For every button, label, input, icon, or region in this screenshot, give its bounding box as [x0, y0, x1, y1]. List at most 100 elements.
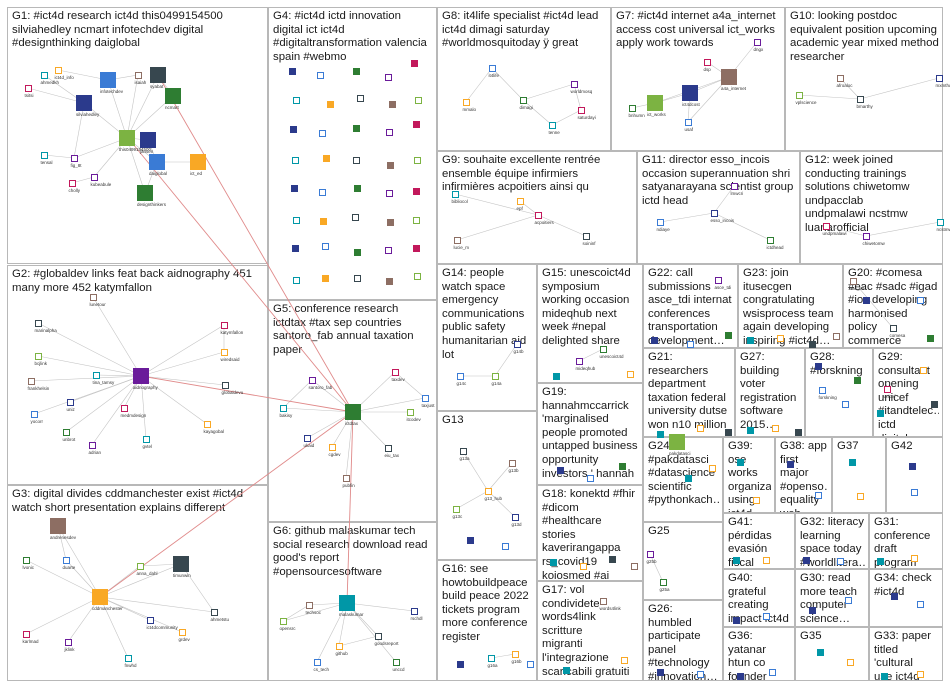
group-panel-g1[interactable]: G1: #ict4d research ict4d this0499154500… [7, 7, 268, 264]
node-ncstmw[interactable] [936, 218, 944, 226]
group-panel-g8[interactable]: G8: it4life specialist #ict4d lead ict4d… [437, 7, 611, 151]
isolate-node-g26-0[interactable] [657, 669, 664, 676]
node-mxmthd[interactable] [935, 74, 943, 82]
node-cs-tech[interactable] [313, 658, 321, 666]
isolate-node-g29-0[interactable] [877, 410, 884, 417]
isolate-node-g4-5[interactable] [293, 97, 300, 104]
node-mideqhub[interactable] [575, 357, 583, 365]
node-usaf[interactable] [684, 118, 692, 126]
node-grdev[interactable] [178, 628, 186, 636]
node-adrian[interactable] [88, 441, 96, 449]
isolate-node-g17-1[interactable] [621, 657, 628, 664]
node-malaskumar[interactable] [339, 595, 355, 611]
isolate-node-g4-9[interactable] [415, 97, 422, 104]
node-worldmosq[interactable] [570, 80, 578, 88]
node-eac-int[interactable] [849, 277, 857, 285]
node-ndiaye[interactable] [656, 218, 664, 226]
isolate-node-g4-21[interactable] [319, 189, 326, 196]
node-silviahedley[interactable] [76, 95, 92, 111]
isolate-node-g13-1[interactable] [502, 543, 509, 550]
group-panel-g34[interactable]: G34: check #ict4d [869, 569, 943, 627]
node-kubeabule[interactable] [90, 173, 98, 181]
isolate-node-g18-3[interactable] [631, 563, 638, 570]
isolate-node-g4-37[interactable] [354, 275, 361, 282]
node-forskning[interactable] [818, 386, 826, 394]
node-fnwhd[interactable] [124, 654, 132, 662]
isolate-node-g24-1[interactable] [709, 465, 716, 472]
isolate-node-g20-0[interactable] [863, 297, 870, 304]
node-lmwcri[interactable] [730, 182, 738, 190]
node-jansen[interactable] [140, 132, 156, 148]
isolate-node-g4-0[interactable] [289, 68, 296, 75]
isolate-node-g21-2[interactable] [725, 429, 732, 436]
group-panel-g16[interactable]: G16: see howtobuildpeace build peace 202… [437, 560, 537, 681]
node-unicef[interactable] [883, 385, 891, 393]
node-lunetour[interactable] [89, 293, 97, 301]
isolate-node-g29-1[interactable] [920, 367, 927, 374]
node-frankhelsin[interactable] [27, 377, 35, 385]
isolate-node-g4-31[interactable] [322, 243, 329, 250]
node-chiwetomw[interactable] [862, 232, 870, 240]
node-github[interactable] [335, 642, 343, 650]
isolate-node-g31-0[interactable] [877, 558, 884, 565]
node-ict4dcommunity[interactable] [146, 616, 154, 624]
group-panel-g30[interactable]: G30: read more teach computer science… [795, 569, 869, 627]
isolate-node-g33-0[interactable] [881, 673, 888, 680]
node-karlmad[interactable] [22, 630, 30, 638]
node-g14c[interactable] [456, 372, 464, 380]
group-panel-g23[interactable]: G23: join itusecgen congratulating wsisp… [738, 264, 843, 348]
node-ahmedkh[interactable] [40, 71, 48, 79]
node-globaldevu[interactable] [221, 381, 229, 389]
node-g13c[interactable] [452, 505, 460, 513]
group-panel-g39[interactable]: G39: ose works organiza… using ict4d… [723, 437, 775, 513]
node-acpoitiers[interactable] [534, 211, 542, 219]
group-panel-g10[interactable]: G10: looking postdoc equivalent position… [785, 7, 943, 151]
isolate-node-g4-36[interactable] [322, 275, 329, 282]
isolate-node-g4-4[interactable] [411, 60, 418, 67]
node-katymfallon[interactable] [220, 321, 228, 329]
group-panel-g38[interactable]: G38: app first major #openso… equality w… [775, 437, 832, 513]
node-unescoict4d[interactable] [599, 345, 607, 353]
node-opensrc[interactable] [279, 617, 287, 625]
group-panel-g29[interactable]: G29: consultant opening unicef #itandtel… [873, 348, 943, 437]
isolate-node-g41-1[interactable] [763, 557, 770, 564]
isolate-node-g33-1[interactable] [917, 671, 924, 678]
node-infotechdev[interactable] [100, 72, 116, 88]
isolate-node-g4-32[interactable] [354, 249, 361, 256]
node-g25b[interactable] [646, 550, 654, 558]
isolate-node-g4-30[interactable] [292, 245, 299, 252]
group-panel-g28[interactable]: G28: #forskning [805, 348, 873, 437]
node-lvonic[interactable] [22, 556, 30, 564]
node-kayagobal[interactable] [203, 420, 211, 428]
isolate-node-g4-3[interactable] [385, 74, 392, 81]
node-g13-hub[interactable] [484, 487, 492, 495]
isolate-node-g4-28[interactable] [387, 219, 394, 226]
group-panel-g7[interactable]: G7: #ict4d internet a4a_internet access … [611, 7, 785, 151]
isolate-node-g4-14[interactable] [413, 121, 420, 128]
node-words4link[interactable] [599, 597, 607, 605]
node-g25a[interactable] [659, 578, 667, 586]
group-panel-g21[interactable]: G21: researchers department taxation fed… [643, 348, 735, 437]
isolate-node-g15-0[interactable] [553, 373, 560, 380]
isolate-node-g4-7[interactable] [357, 95, 364, 102]
node-bibliocol[interactable] [451, 190, 459, 198]
group-panel-g19[interactable]: G19: hannahmccarrick 'marginalised peopl… [537, 383, 643, 485]
group-panel-g26[interactable]: G26: humbled participate panel #technolo… [643, 600, 723, 681]
isolate-node-g4-29[interactable] [413, 217, 420, 224]
node-afroaloc[interactable] [836, 74, 844, 82]
group-panel-g4[interactable]: G4: #ict4d ictd innovation digital ict i… [268, 7, 437, 300]
isolate-node-g40-0[interactable] [733, 617, 740, 624]
isolate-node-g26-1[interactable] [697, 671, 704, 678]
isolate-node-g4-10[interactable] [290, 126, 297, 133]
isolate-node-g30-1[interactable] [845, 597, 852, 604]
isolate-node-g4-26[interactable] [320, 218, 327, 225]
group-panel-g24[interactable]: G24: #pakdatasci #datascience scientific… [643, 437, 723, 522]
node-g13a[interactable] [459, 447, 467, 455]
node-g14b[interactable] [513, 340, 521, 348]
isolate-node-g20-1[interactable] [917, 297, 924, 304]
node-g13b[interactable] [508, 459, 516, 467]
isolate-node-g4-23[interactable] [386, 190, 393, 197]
isolate-node-g4-19[interactable] [414, 157, 421, 164]
isolate-node-g41-0[interactable] [733, 557, 740, 564]
node-marinalpha[interactable] [34, 319, 42, 327]
